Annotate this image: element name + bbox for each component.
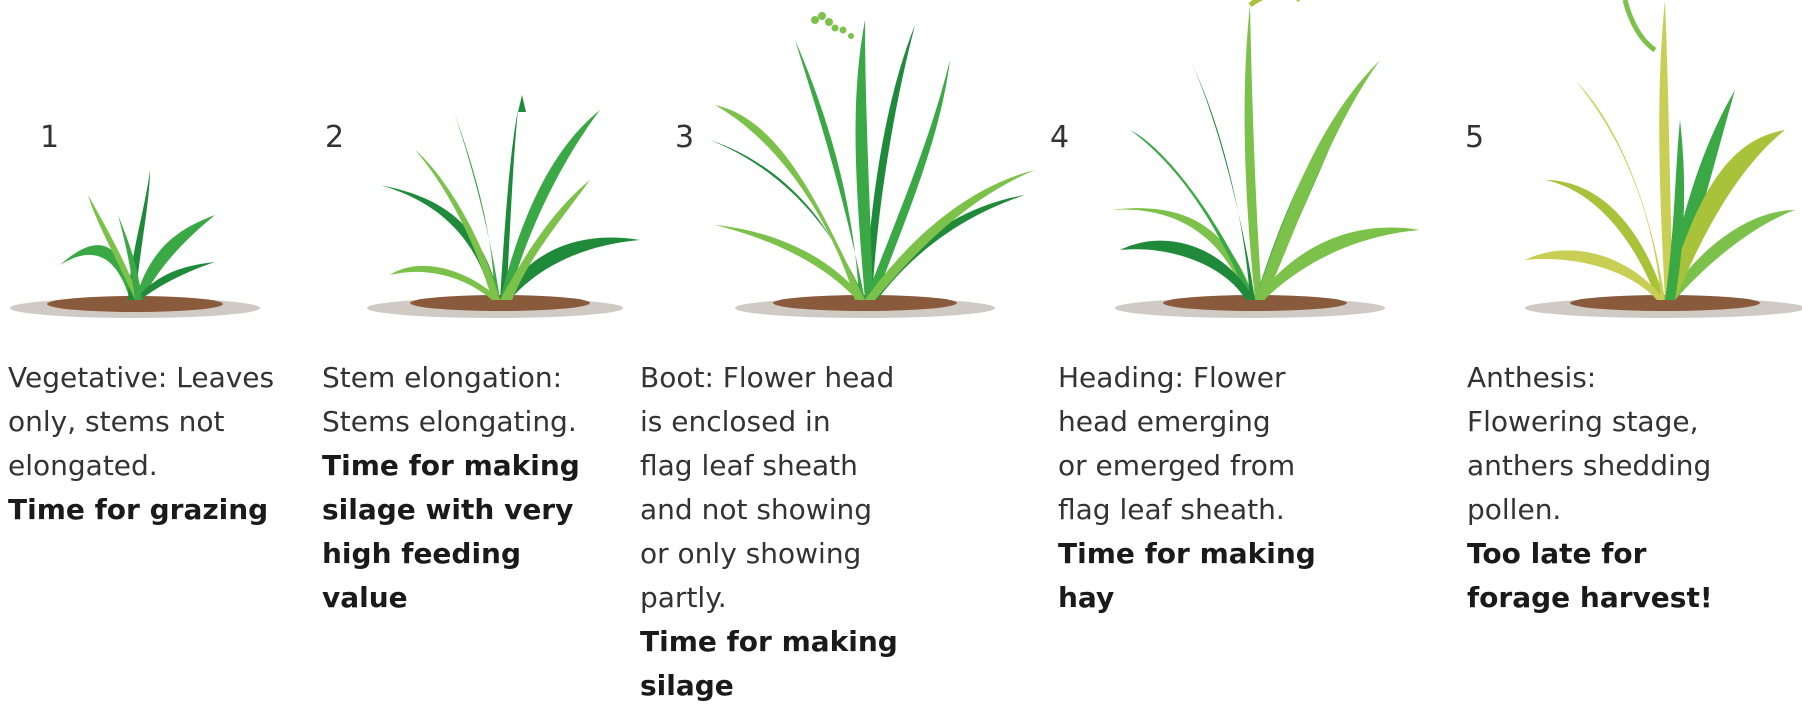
stage-description: Boot: Flower head is enclosed in flag le… (640, 356, 960, 620)
grass-stem-elongation-icon (360, 0, 690, 335)
stage-recommendation: Time for making silage with very high fe… (322, 444, 642, 620)
stage-number: 2 (325, 120, 344, 155)
stage-number: 4 (1050, 120, 1069, 155)
stage-recommendation: Too late for forage harvest! (1467, 532, 1787, 620)
stage-caption: Vegetative: Leaves only, stems not elong… (8, 356, 328, 532)
stage-description: Stem elongation: Stems elongating. (322, 356, 642, 444)
grass-anthesis-icon (1465, 0, 1795, 335)
stage-5: 5 Anthesis: Flowering stage, anthers she… (1465, 0, 1795, 707)
stage-3: 3 Boot: Flower head is enclosed in flag … (725, 0, 1055, 707)
stage-caption: Heading: Flower head emerging or emerged… (1058, 356, 1378, 620)
stage-caption: Boot: Flower head is enclosed in flag le… (640, 356, 960, 708)
stage-description: Heading: Flower head emerging or emerged… (1058, 356, 1378, 532)
stage-number: 3 (675, 120, 694, 155)
stage-caption: Stem elongation: Stems elongating. Time … (322, 356, 642, 620)
stage-caption: Anthesis: Flowering stage, anthers shedd… (1467, 356, 1787, 620)
stage-1: 1 Vegetative: Leaves only, stems not elo… (0, 0, 330, 707)
grass-vegetative-icon (0, 0, 330, 335)
stage-recommendation: Time for grazing (8, 488, 328, 532)
stage-description: Vegetative: Leaves only, stems not elong… (8, 356, 328, 488)
stage-recommendation: Time for making silage (640, 620, 960, 708)
stage-description: Anthesis: Flowering stage, anthers shedd… (1467, 356, 1787, 532)
grass-boot-icon (725, 0, 1055, 335)
grass-heading-icon (1100, 0, 1430, 335)
stage-4: 4 Heading: Flower head emerging or emerg… (1100, 0, 1430, 707)
stage-recommendation: Time for making hay (1058, 532, 1378, 620)
